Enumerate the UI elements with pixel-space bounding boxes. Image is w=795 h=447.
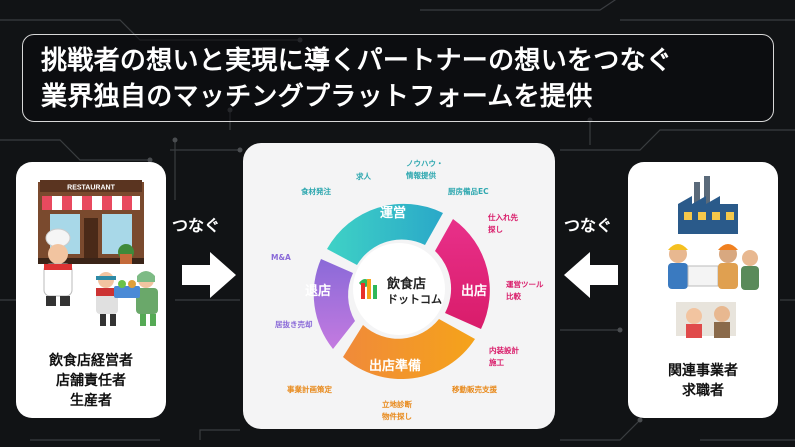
cycle-diagram-card: 飲食店 ドットコム 運営 出店 出店準備 退店 食材発注 求人 ノウハウ・ 情報… bbox=[243, 143, 555, 429]
svc-mobile-sales: 移動販売支援 bbox=[452, 384, 497, 394]
svc-location-2: 物件探し bbox=[382, 411, 412, 421]
headline-line-2: 業界独自のマッチングプラットフォームを提供 bbox=[41, 82, 593, 112]
label-related-business: 関連事業者 bbox=[668, 363, 738, 379]
headline-box: 挑戦者の想いと実現に導くパートナーの想いをつなぐ 業界独自のマッチングプラットフ… bbox=[22, 34, 774, 122]
segment-operation bbox=[327, 203, 443, 265]
svc-knowhow-2: 情報提供 bbox=[405, 170, 436, 180]
cycle-label-operation: 運営 bbox=[380, 205, 406, 221]
svc-tools-2: 比較 bbox=[506, 291, 521, 301]
cycle-diagram: 飲食店 ドットコム 運営 出店 出店準備 退店 食材発注 求人 ノウハウ・ 情報… bbox=[271, 159, 544, 421]
connect-label-right: つなぐ bbox=[564, 216, 613, 235]
svc-ma: M&A bbox=[271, 253, 291, 262]
cycle-label-preparation: 出店準備 bbox=[369, 358, 421, 374]
svc-knowhow-1: ノウハウ・ bbox=[406, 159, 444, 168]
segment-opening bbox=[435, 219, 490, 329]
restaurant-illustration: RESTAURANT bbox=[38, 180, 158, 326]
business-illustration bbox=[668, 176, 759, 338]
logo-circle bbox=[353, 243, 445, 335]
label-store-manager: 店舗責任者 bbox=[56, 373, 126, 389]
label-producer: 生産者 bbox=[70, 393, 112, 409]
svc-interior-1: 内装設計 bbox=[489, 345, 519, 355]
segment-preparation bbox=[343, 319, 475, 380]
arrow-right-icon bbox=[182, 252, 236, 298]
connect-label-left: つなぐ bbox=[172, 216, 221, 235]
related-business-card: 関連事業者 求職者 bbox=[628, 162, 778, 418]
cycle-label-closing: 退店 bbox=[305, 283, 331, 299]
svc-jobs: 求人 bbox=[356, 171, 371, 181]
label-job-seeker: 求職者 bbox=[682, 383, 724, 399]
svc-tools-1: 運営ツール bbox=[506, 279, 544, 289]
svc-interior-2: 施工 bbox=[489, 357, 504, 367]
arrow-left-icon bbox=[564, 252, 618, 298]
logo-icon bbox=[359, 279, 377, 299]
label-restaurant-owner: 飲食店経営者 bbox=[49, 353, 133, 369]
segment-closing bbox=[313, 259, 355, 349]
svc-business-plan: 事業計画策定 bbox=[287, 384, 332, 394]
logo-text-line-2: ドットコム bbox=[387, 293, 442, 306]
svc-lease-sale: 居抜き売却 bbox=[275, 319, 313, 329]
svc-food-order: 食材発注 bbox=[301, 186, 331, 196]
restaurant-owner-card: RESTAURANT bbox=[16, 162, 166, 418]
svc-location-1: 立地診断 bbox=[382, 399, 412, 409]
logo-text-line-1: 飲食店 bbox=[386, 276, 426, 292]
restaurant-sign: RESTAURANT bbox=[67, 185, 115, 192]
svc-supplier-1: 仕入れ先 bbox=[487, 212, 518, 222]
svc-kitchen-ec: 厨房備品EC bbox=[448, 186, 489, 196]
headline-line-1: 挑戦者の想いと実現に導くパートナーの想いをつなぐ bbox=[41, 46, 673, 76]
svc-supplier-2: 探し bbox=[488, 224, 503, 234]
cycle-label-opening: 出店 bbox=[461, 283, 487, 299]
